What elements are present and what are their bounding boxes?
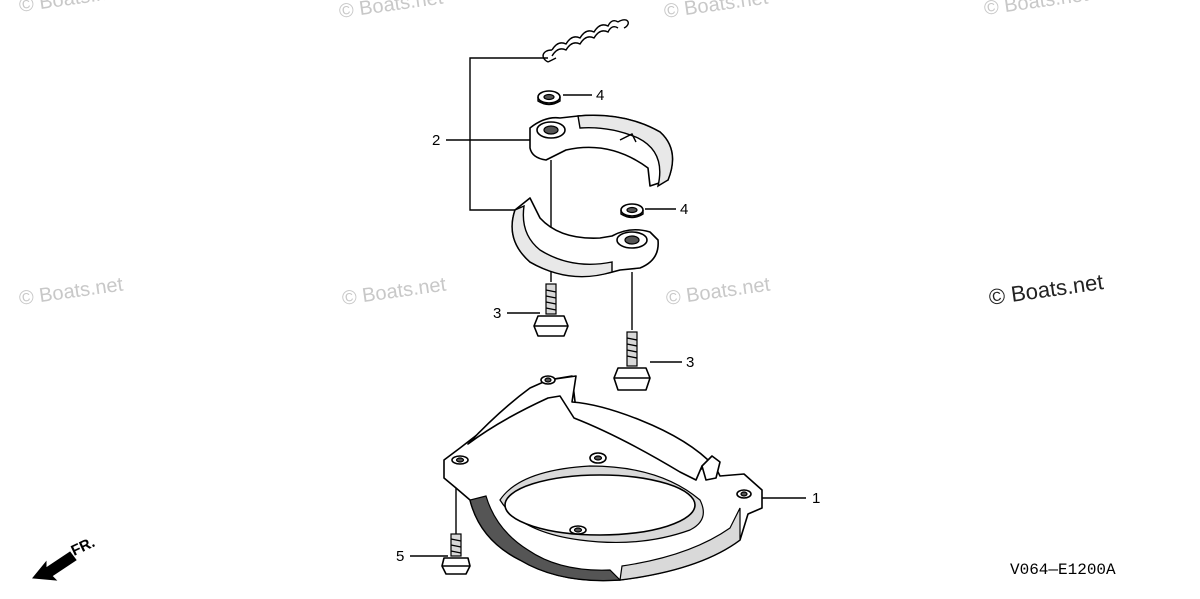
callout-screw: 5 <box>396 548 404 565</box>
watermark: © Boats.net <box>18 0 125 17</box>
callout-bolt-right: 3 <box>686 354 694 371</box>
housing <box>443 375 763 582</box>
screw <box>441 533 471 575</box>
watermark: © Boats.net <box>341 274 448 310</box>
washer-top <box>537 90 561 106</box>
brake-shoe-upper <box>529 114 674 188</box>
spring-leader <box>469 57 548 211</box>
watermark: © Boats.net <box>665 274 772 310</box>
brake-shoe-lower <box>511 197 659 278</box>
direction-label: FR. <box>69 534 98 560</box>
callout-washer-top: 4 <box>596 87 604 104</box>
watermark: © Boats.net <box>338 0 445 23</box>
spring <box>542 19 629 63</box>
front-arrow-icon <box>32 551 77 581</box>
washer-mid <box>620 203 644 219</box>
bolt-right <box>613 331 651 391</box>
callout-bolt-left: 3 <box>493 305 501 322</box>
callout-washer-mid: 4 <box>680 201 688 218</box>
bolt-left <box>533 283 569 337</box>
watermark-main: © Boats.net <box>987 269 1105 310</box>
diagram-code: V064—E1200A <box>1010 561 1116 579</box>
watermark: © Boats.net <box>18 274 125 310</box>
callout-brake-shoe: 2 <box>432 132 440 149</box>
callout-housing: 1 <box>812 490 820 507</box>
watermark: © Boats.net <box>983 0 1090 20</box>
watermark: © Boats.net <box>663 0 770 23</box>
